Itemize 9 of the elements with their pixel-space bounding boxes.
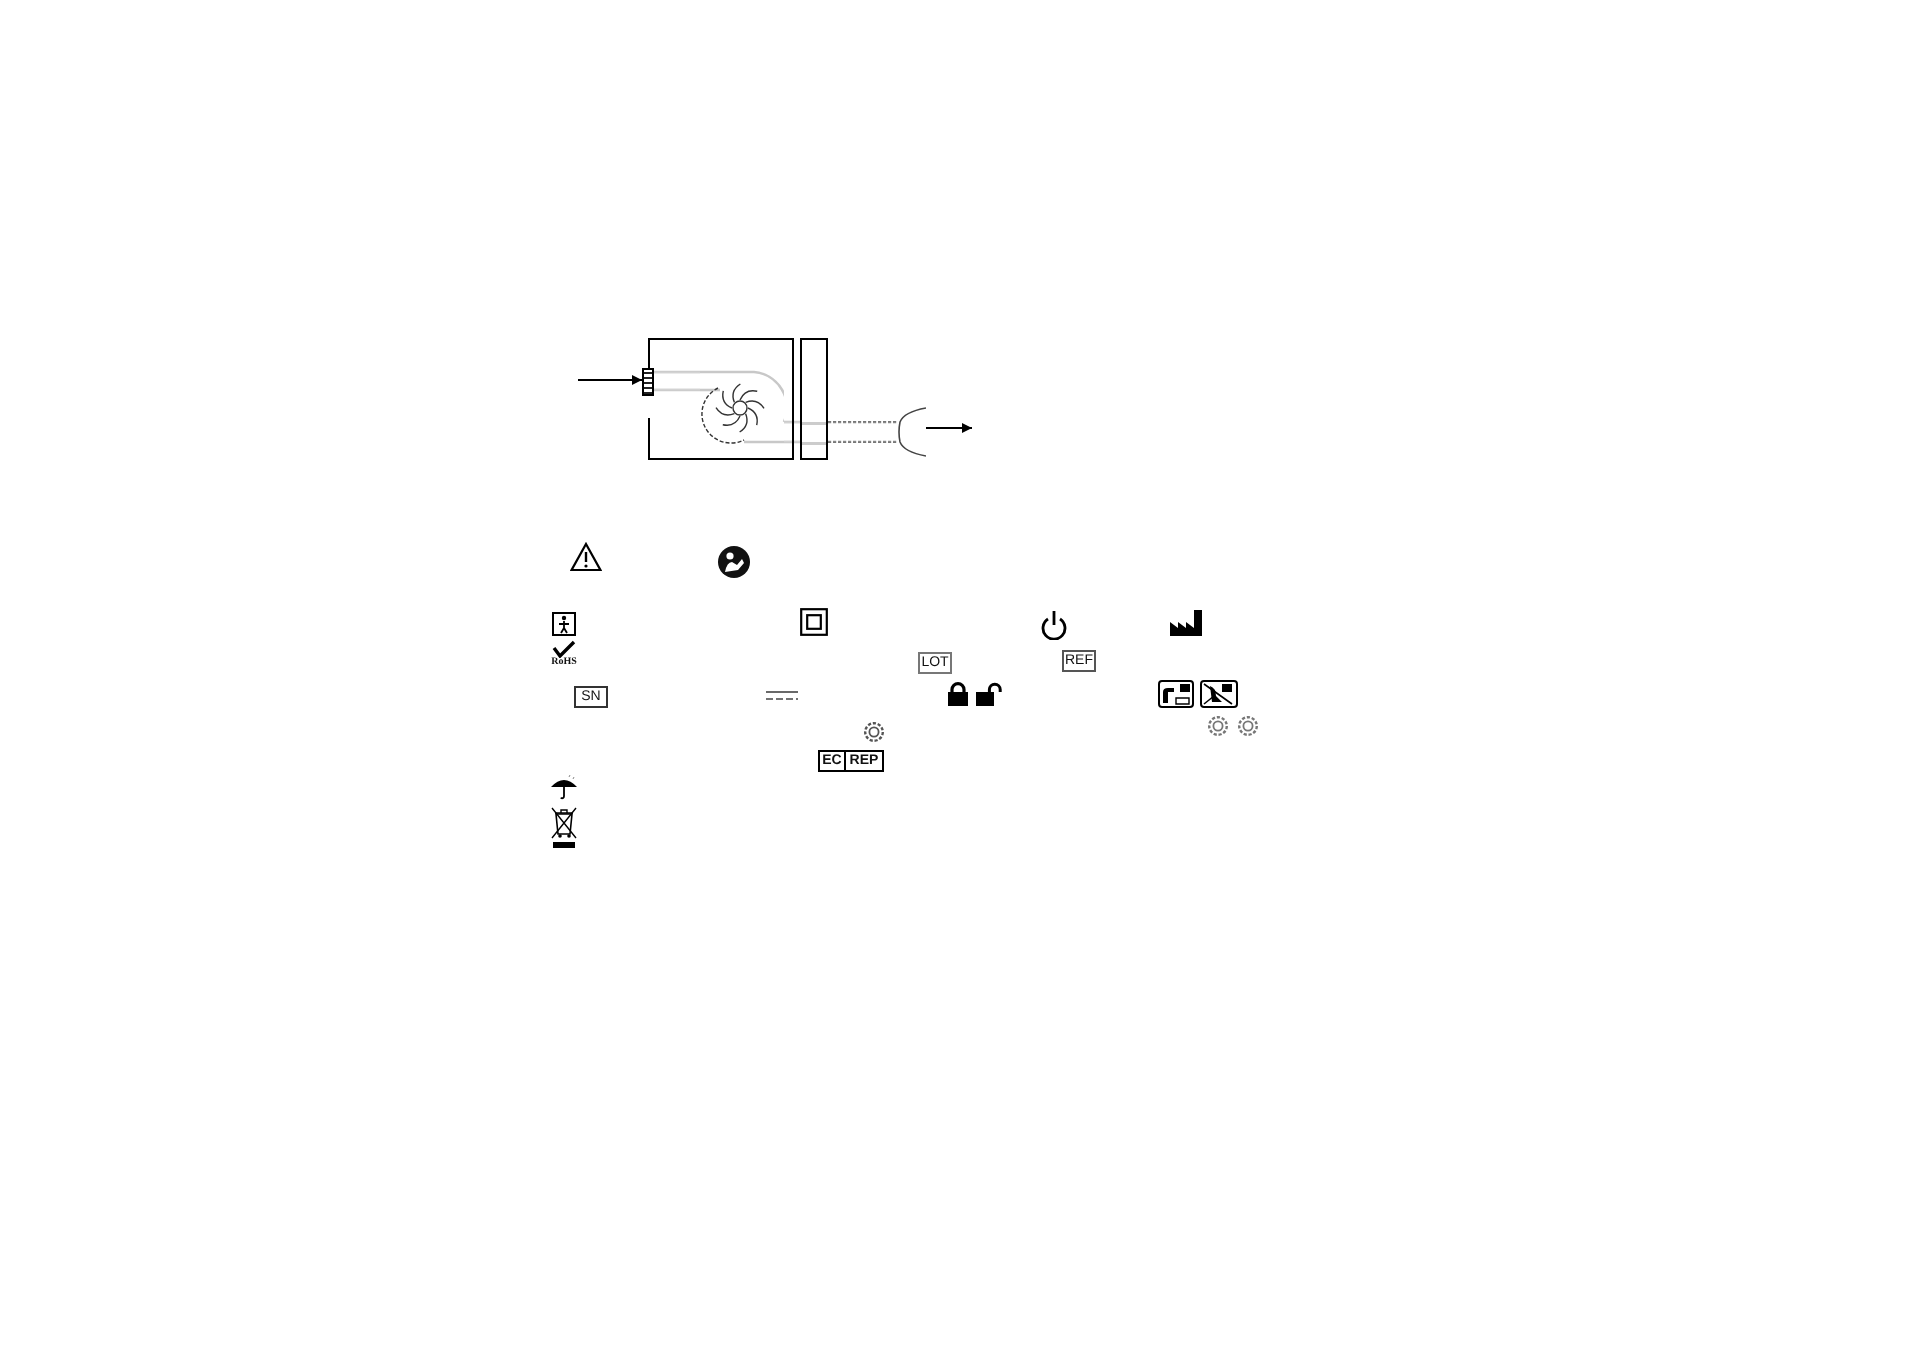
duct-line	[654, 370, 700, 392]
arrow	[577, 375, 643, 385]
duct-line	[784, 420, 800, 444]
filter	[642, 368, 654, 396]
hose-line	[828, 420, 898, 444]
arrow	[925, 423, 973, 433]
side-panel	[800, 338, 828, 460]
tube-connector	[898, 406, 926, 458]
device-housing	[648, 338, 794, 460]
